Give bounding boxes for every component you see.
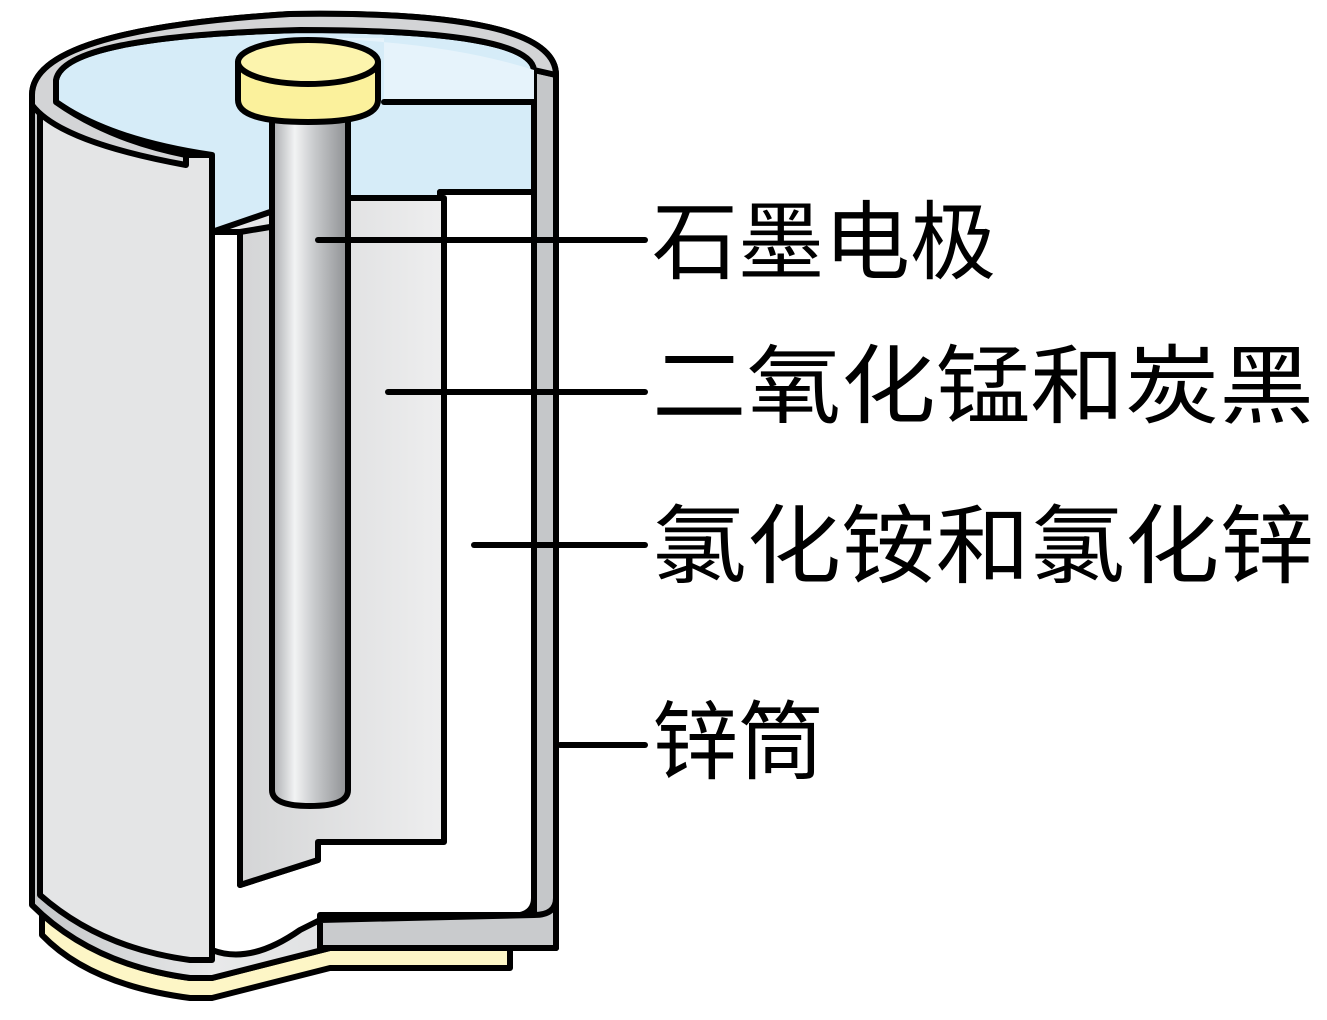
label-mno2-carbon-black: 二氧化锰和炭黑 [652, 337, 1314, 437]
terminal-cap-top [235, 37, 381, 87]
zinc-can-back-band [300, 38, 534, 102]
zinc-can-bottom-lip [317, 895, 559, 951]
label-graphite-electrode: 石墨电极 [652, 193, 996, 293]
zinc-can-rim [29, 10, 559, 168]
label-nh4cl-zncl2: 氯化铵和氯化锌 [652, 497, 1314, 597]
label-zinc-can: 锌筒 [652, 693, 824, 793]
graphite-rod [269, 107, 351, 809]
zinc-can-cut-face [37, 102, 215, 963]
zinc-can-inner-right [531, 67, 559, 951]
